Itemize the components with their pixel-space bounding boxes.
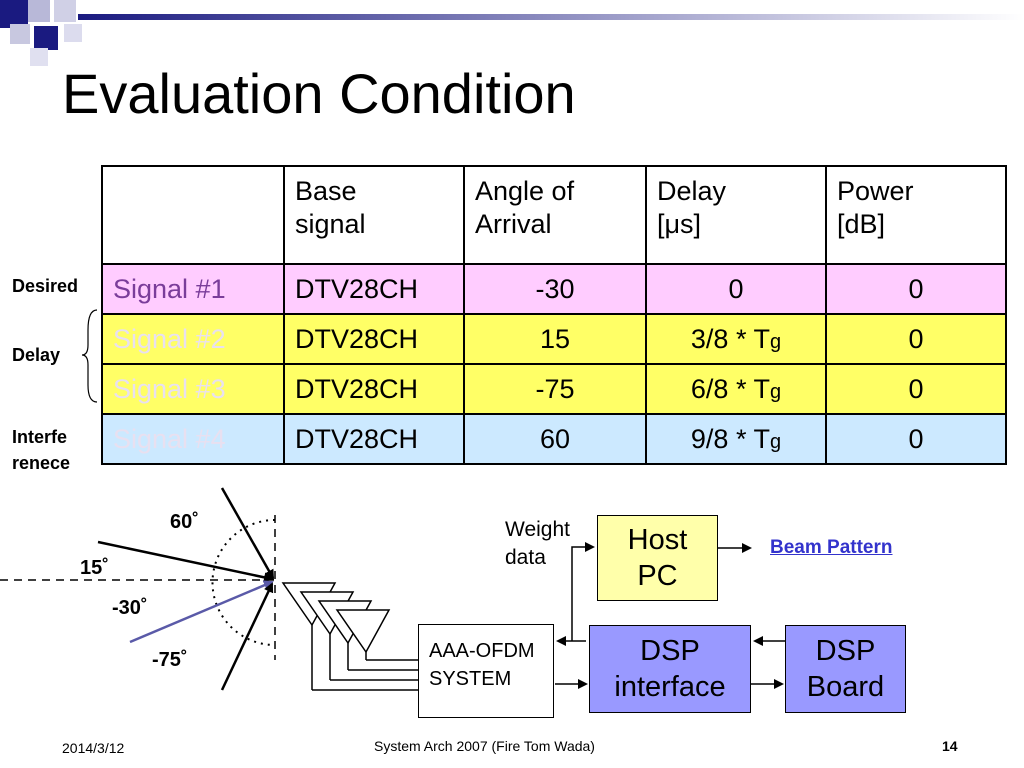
ray-minus75: [220, 582, 274, 691]
power: 0: [825, 413, 1007, 465]
dsp-interface-box: DSP interface: [589, 625, 751, 713]
dsp-board-box: DSP Board: [785, 625, 906, 713]
footer-date: 2014/3/12: [62, 740, 125, 756]
angle: 15: [463, 313, 647, 365]
angle-label-15: 15˚: [80, 557, 109, 579]
header-base-signal: Base signal: [283, 165, 465, 265]
base-signal: DTV28CH: [283, 363, 465, 415]
aaa-ofdm-box: AAA-OFDM SYSTEM: [418, 624, 554, 718]
power: 0: [825, 263, 1007, 315]
table-header-row: Base signal Angle of Arrival Delay [μs] …: [101, 165, 1007, 265]
delay: 3/8 * Tg: [645, 313, 827, 365]
top-rule: [78, 14, 1024, 20]
angle: -30: [463, 263, 647, 315]
signal-name: Signal #3: [101, 363, 285, 415]
beam-pattern-link[interactable]: Beam Pattern: [770, 537, 893, 558]
angle: 60: [463, 413, 647, 465]
delay: 0: [645, 263, 827, 315]
evaluation-table: Base signal Angle of Arrival Delay [μs] …: [101, 165, 1007, 465]
base-signal: DTV28CH: [283, 313, 465, 365]
label-interference-2: renece: [12, 453, 71, 473]
table-row: Signal #3 DTV28CH -75 6/8 * Tg 0: [101, 363, 1007, 415]
flow-arrows: [555, 542, 786, 689]
page-number: 14: [942, 738, 958, 754]
angle-label-minus75: -75˚: [152, 649, 188, 671]
ray-60: [220, 487, 275, 580]
signal-name: Signal #2: [101, 313, 285, 365]
footer-center: System Arch 2007 (Fire Tom Wada): [374, 738, 595, 754]
label-desired: Desired: [12, 276, 79, 296]
header-empty: [101, 165, 285, 265]
host-pc-box: Host PC: [597, 515, 718, 601]
label-interference-1: Interfe: [12, 427, 68, 447]
ray-minus30: [129, 580, 274, 644]
angle-label-60: 60˚: [170, 511, 199, 533]
base-signal: DTV28CH: [283, 263, 465, 315]
delay-brace: [81, 309, 98, 403]
header-power: Power [dB]: [825, 165, 1007, 265]
angle-label-minus30: -30˚: [112, 597, 148, 619]
power: 0: [825, 313, 1007, 365]
weight-data-label: Weight data: [505, 518, 570, 569]
delay: 9/8 * Tg: [645, 413, 827, 465]
angle: -75: [463, 363, 647, 415]
label-delay: Delay: [12, 345, 61, 365]
table-row: Signal #2 DTV28CH 15 3/8 * Tg 0: [101, 313, 1007, 365]
header-angle: Angle of Arrival: [463, 165, 647, 265]
angle-arc: [211, 519, 276, 646]
antenna-array: [281, 582, 418, 691]
delay: 6/8 * Tg: [645, 363, 827, 415]
power: 0: [825, 363, 1007, 415]
header-delay: Delay [μs]: [645, 165, 827, 265]
signal-name: Signal #1: [101, 263, 285, 315]
table-row: Signal #1 DTV28CH -30 0 0: [101, 263, 1007, 315]
signal-name: Signal #4: [101, 413, 285, 465]
slide-title: Evaluation Condition: [62, 62, 576, 125]
ray-15: [97, 540, 274, 583]
base-signal: DTV28CH: [283, 413, 465, 465]
table-row: Signal #4 DTV28CH 60 9/8 * Tg 0: [101, 413, 1007, 465]
